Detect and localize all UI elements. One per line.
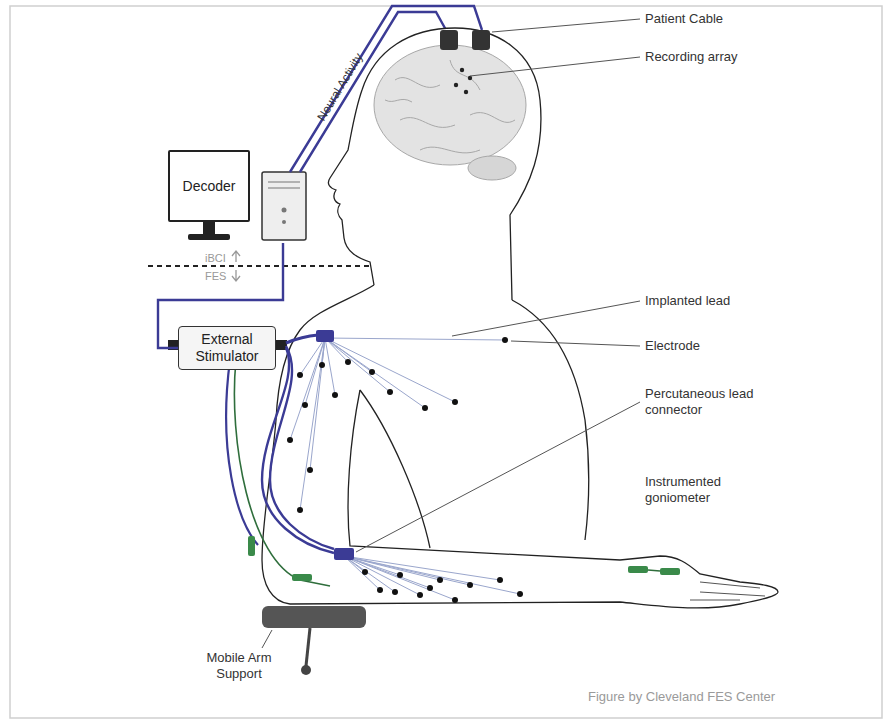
part-label: Patient Cable [645, 11, 845, 27]
figure-caption: Figure by Cleveland FES Center [588, 689, 775, 705]
part-label: Recording array [645, 49, 845, 65]
part-label: Mobile Arm Support [196, 650, 282, 682]
part-label: Percutaneous lead connector [645, 386, 755, 418]
decoder-computer: Decoder [165, 148, 309, 243]
node-label: Decoder [183, 178, 236, 195]
stimulator-box: External Stimulator [178, 326, 276, 370]
monitor-screen: Decoder [168, 150, 250, 222]
part-label: Implanted lead [645, 293, 845, 309]
node-label: External Stimulator [183, 331, 271, 365]
part-label: Instrumented goniometer [645, 474, 745, 506]
layer-label: FES [205, 268, 245, 284]
part-label: Electrode [645, 338, 845, 354]
layer-label: iBCI [205, 250, 245, 266]
